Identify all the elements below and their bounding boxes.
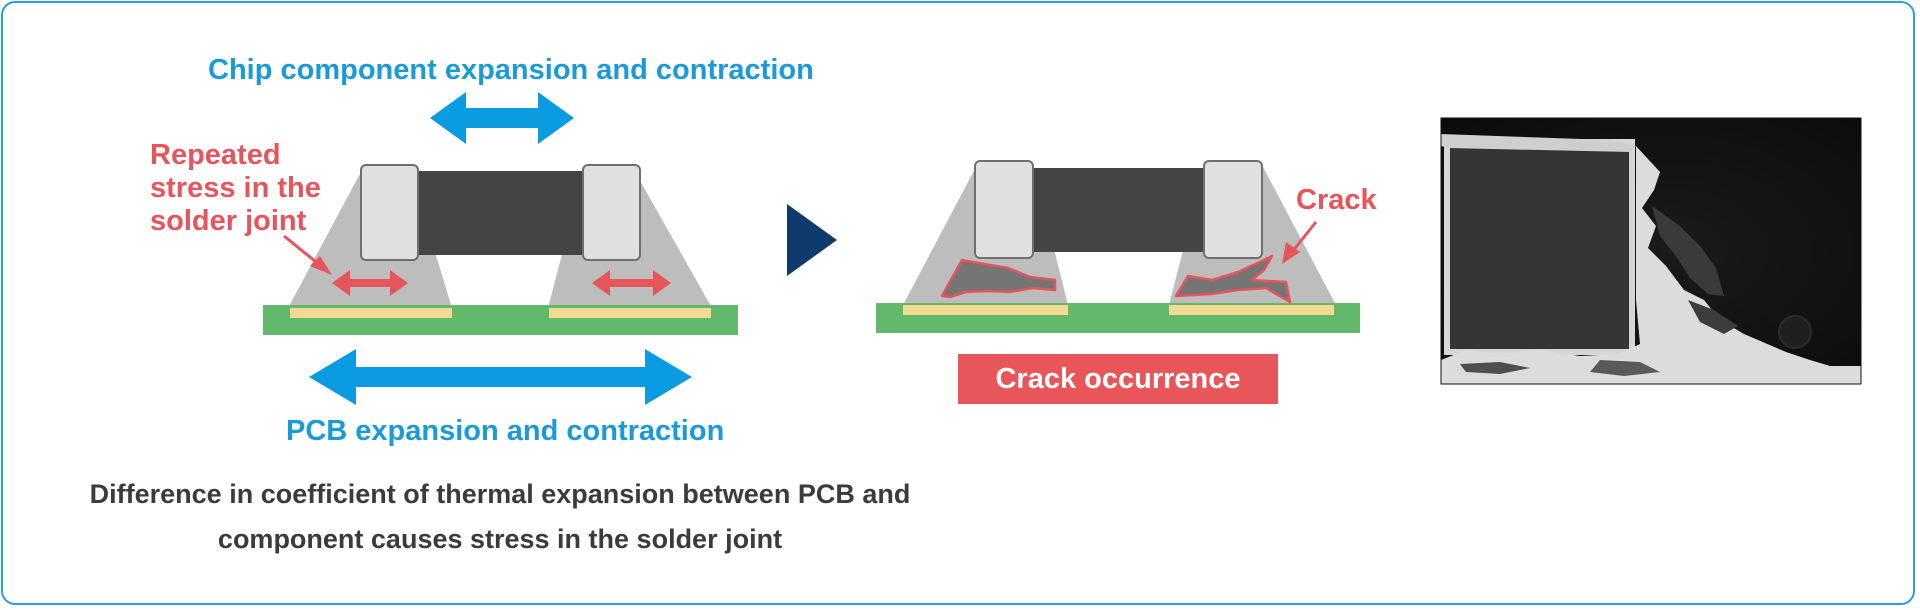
left-terminal [360,164,419,261]
right-pad [549,308,711,318]
right-terminal [582,164,641,261]
transition-arrow [787,204,837,276]
stress-label-line1: Repeated [150,139,281,171]
left-stress-arrow [332,270,408,296]
right-stress-arrow [592,270,671,296]
stress-label-line2: stress in the [150,172,321,204]
left-diagram [263,92,738,405]
right-terminal-cracked [1203,160,1263,259]
right-diagram [876,160,1360,333]
stress-pointer-line [283,234,322,268]
caption-line1: Difference in coefficient of thermal exp… [89,479,911,509]
crack-label: Crack [1296,184,1377,216]
pcb-expansion-label: PCB expansion and contraction [286,415,725,447]
left-terminal-cracked [974,160,1034,259]
right-pad-cracked [1169,305,1334,315]
crack-pointer-line [1290,221,1318,253]
right-crack [1174,254,1292,304]
pcb-expansion-arrow [309,349,692,405]
crack-occurrence-badge: Crack occurrence [958,354,1278,404]
cross-section-micrograph [1440,117,1862,385]
stress-pointer-head [310,256,332,275]
caption-line2: component causes stress in the solder jo… [217,524,783,554]
chip-body-cracked [1030,168,1210,252]
crack-pointer-head [1282,242,1300,264]
left-pad-cracked [903,305,1068,315]
left-crack [940,258,1057,299]
left-pad [290,308,452,318]
chip-expansion-label: Chip component expansion and contraction [208,54,814,86]
stress-label-line3: solder joint [150,205,307,237]
chip-body [412,171,586,255]
chip-expansion-arrow [430,92,574,144]
